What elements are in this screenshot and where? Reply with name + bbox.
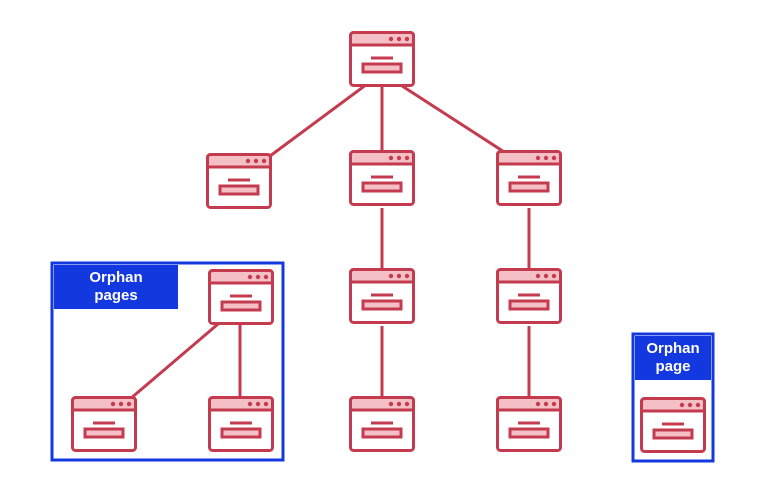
orphan-pages-frame [50, 261, 285, 462]
page-links [122, 71, 531, 407]
orphan-pages-label-line2: pages [94, 287, 138, 304]
orphan-page-label-line1: Orphan [646, 340, 700, 357]
browser-window-icon [349, 31, 415, 87]
link-root-right [381, 71, 513, 159]
orphan-page-label-line2: page [655, 358, 691, 375]
browser-window-icon [71, 396, 137, 452]
browser-window-icon [208, 269, 274, 325]
browser-window-icon [349, 396, 415, 452]
browser-window-icon [206, 153, 272, 209]
orphan-page-frame [631, 332, 715, 463]
browser-window-icon [496, 396, 562, 452]
orphan-pages-label: Orphan pages [54, 265, 178, 309]
orphan-pages-label-line1: Orphan [89, 269, 143, 286]
browser-window-icon [640, 397, 706, 453]
orphan-page-label: Orphan page [635, 336, 711, 380]
browser-window-icon [349, 150, 415, 206]
browser-window-icon [496, 268, 562, 324]
browser-window-icon [496, 150, 562, 206]
browser-window-icon [349, 268, 415, 324]
browser-window-icon [208, 396, 274, 452]
